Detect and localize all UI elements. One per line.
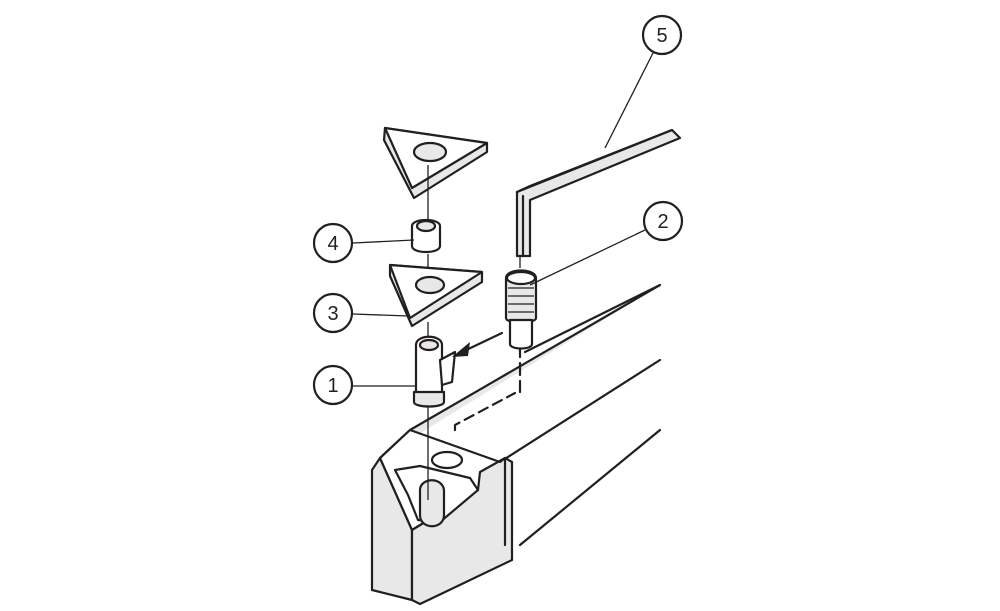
callout-2: 2 — [642, 200, 684, 242]
shim-pin-1 — [412, 335, 457, 408]
callout-5: 5 — [641, 14, 683, 56]
callout-label: 3 — [327, 303, 338, 325]
tool-holder — [370, 283, 662, 606]
cutting-insert — [382, 126, 489, 200]
callout-label: 1 — [327, 375, 338, 397]
callout-label: 2 — [657, 211, 668, 233]
arrow-icon — [452, 342, 470, 357]
callout-3: 3 — [312, 292, 354, 334]
callout-label: 4 — [327, 233, 338, 255]
callout-label: 5 — [656, 25, 667, 47]
leader-lines — [352, 52, 654, 387]
hex-key-5 — [515, 128, 682, 258]
shim-3 — [388, 263, 484, 328]
callout-1: 1 — [312, 364, 354, 406]
clamp-screw-2 — [504, 269, 538, 350]
callout-4: 4 — [312, 222, 354, 264]
shim-clip-4 — [410, 218, 442, 254]
